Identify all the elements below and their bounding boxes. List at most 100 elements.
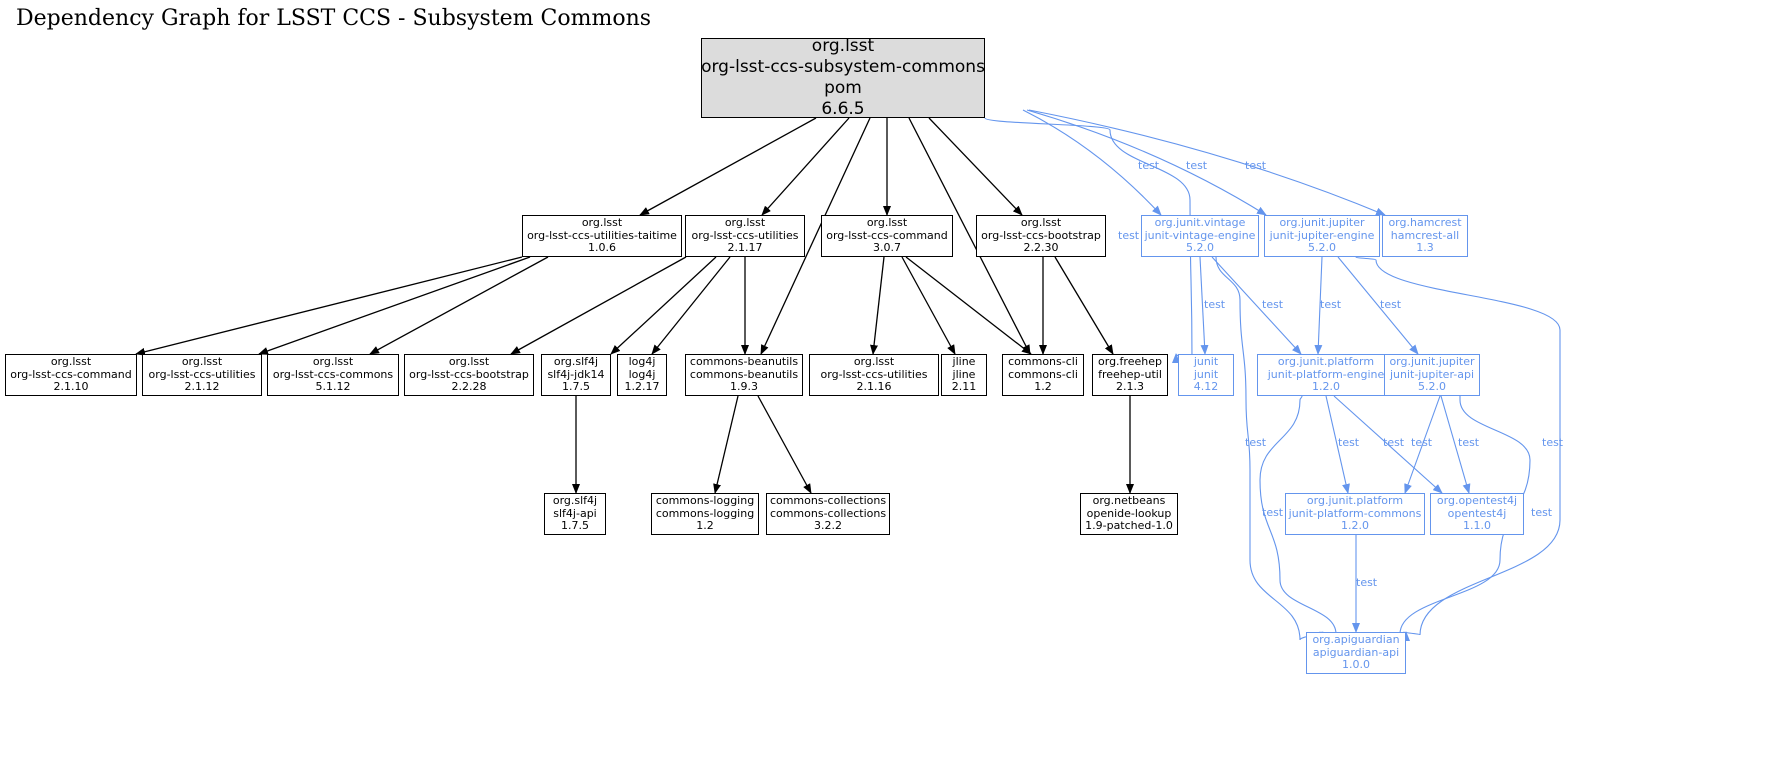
node-artifact: opentest4j bbox=[1447, 506, 1507, 520]
node-artifact: org-lsst-ccs-utilities bbox=[148, 367, 256, 381]
node-version: 5.2.0 bbox=[1418, 380, 1446, 394]
node-version: 1.2 bbox=[1034, 380, 1052, 394]
node-group: org.opentest4j bbox=[1436, 494, 1518, 508]
node-version: 2.2.30 bbox=[1023, 241, 1059, 255]
graph-title: Dependency Graph for LSST CCS - Subsyste… bbox=[16, 6, 652, 31]
edge-label: test bbox=[1383, 436, 1405, 449]
edge-label: test bbox=[1118, 229, 1140, 242]
edge-beanutils-to-commons-logging bbox=[713, 395, 739, 494]
edge-root-to-beanutils bbox=[760, 117, 871, 355]
edge-label: test bbox=[1338, 436, 1360, 449]
node-group: log4j bbox=[628, 355, 656, 369]
edge-vintage-to-apiguardian bbox=[1215, 256, 1324, 642]
node-version: 1.7.5 bbox=[562, 380, 590, 394]
node-artifact: commons-cli bbox=[1008, 367, 1078, 381]
edge-command-to-utilities-2116 bbox=[870, 256, 885, 355]
node-group: org.junit.platform bbox=[1277, 355, 1375, 369]
node-artifact: org-lsst-ccs-bootstrap bbox=[409, 367, 529, 381]
edge-label: test bbox=[1356, 576, 1378, 589]
node-group: org.lsst bbox=[853, 355, 895, 369]
node-group: org.lsst bbox=[811, 36, 875, 56]
node-version: 1.0.0 bbox=[1342, 658, 1370, 672]
edge-label: test bbox=[1204, 298, 1226, 311]
node-group: org.junit.jupiter bbox=[1389, 355, 1475, 369]
node-artifact: org-lsst-ccs-utilities-taitime bbox=[527, 228, 677, 242]
edge-label: test bbox=[1138, 159, 1160, 172]
node-version: 5.2.0 bbox=[1308, 241, 1336, 255]
edge-label: test bbox=[1458, 436, 1480, 449]
node-version: 1.7.5 bbox=[561, 519, 589, 533]
node-group: junit bbox=[1193, 355, 1219, 369]
node-group: commons-beanutils bbox=[689, 355, 799, 369]
node-artifact: slf4j-jdk14 bbox=[547, 367, 605, 381]
edge-label: test bbox=[1411, 436, 1433, 449]
edge-jupiter-engine-to-jupiter-api bbox=[1337, 256, 1419, 355]
node-group: org.slf4j bbox=[553, 355, 599, 369]
node-artifact: log4j bbox=[628, 367, 656, 381]
node-version: 3.0.7 bbox=[873, 241, 901, 255]
node-version: 1.2.0 bbox=[1312, 380, 1340, 394]
node-version: 1.2.17 bbox=[624, 380, 660, 394]
edge-root-to-commons-cli bbox=[908, 117, 1031, 355]
node-artifact: junit-jupiter-engine bbox=[1269, 228, 1375, 242]
node-artifact: apiguardian-api bbox=[1312, 645, 1400, 659]
node-group: commons-cli bbox=[1008, 355, 1078, 369]
node-artifact: hamcrest-all bbox=[1390, 228, 1460, 242]
edge-taitime-to-commons-5112 bbox=[369, 256, 549, 355]
node-artifact: org-lsst-ccs-commons bbox=[272, 367, 394, 381]
node-version: 3.2.2 bbox=[814, 519, 842, 533]
node-artifact: commons-logging bbox=[655, 506, 755, 520]
node-artifact: openide-lookup bbox=[1086, 506, 1172, 520]
node-version: 1.2.0 bbox=[1341, 519, 1369, 533]
node-version: 1.9-patched-1.0 bbox=[1085, 519, 1173, 533]
edge-root-to-bootstrap bbox=[928, 117, 1023, 216]
edge-root-to-vintage bbox=[1022, 109, 1162, 216]
node-group: commons-logging bbox=[655, 494, 755, 508]
node-version: 5.1.12 bbox=[315, 380, 351, 394]
edge-vintage-to-platform-engine bbox=[1211, 256, 1302, 355]
node-group: org.lsst bbox=[181, 355, 223, 369]
edge-label: test bbox=[1245, 436, 1267, 449]
edge-utilities-to-bootstrap-2228 bbox=[510, 256, 687, 355]
node-type: pom bbox=[824, 78, 862, 98]
edge-label: test bbox=[1262, 298, 1284, 311]
node-version: 2.11 bbox=[951, 380, 977, 394]
node-artifact: junit-platform-commons bbox=[1288, 506, 1422, 520]
node-artifact: junit-jupiter-api bbox=[1389, 367, 1475, 381]
node-artifact: freehep-util bbox=[1098, 367, 1162, 381]
edge-label: test bbox=[1320, 298, 1342, 311]
node-artifact: slf4j-api bbox=[553, 506, 597, 520]
node-version: 1.3 bbox=[1416, 241, 1434, 255]
node-artifact: org-lsst-ccs-subsystem-commons bbox=[701, 57, 985, 77]
node-group: org.netbeans bbox=[1092, 494, 1166, 508]
node-artifact: org-lsst-ccs-utilities bbox=[820, 367, 928, 381]
node-version: 2.1.12 bbox=[184, 380, 220, 394]
node-version: 2.1.17 bbox=[727, 241, 763, 255]
node-group: org.junit.jupiter bbox=[1279, 216, 1365, 230]
node-artifact: org-lsst-ccs-command bbox=[10, 367, 132, 381]
node-artifact: org-lsst-ccs-command bbox=[826, 228, 948, 242]
node-group: org.lsst bbox=[1020, 216, 1062, 230]
edge-label: test bbox=[1245, 159, 1267, 172]
node-artifact: commons-beanutils bbox=[689, 367, 799, 381]
edge-beanutils-to-commons-collections bbox=[757, 395, 812, 494]
edge-command-to-jline bbox=[901, 256, 956, 355]
